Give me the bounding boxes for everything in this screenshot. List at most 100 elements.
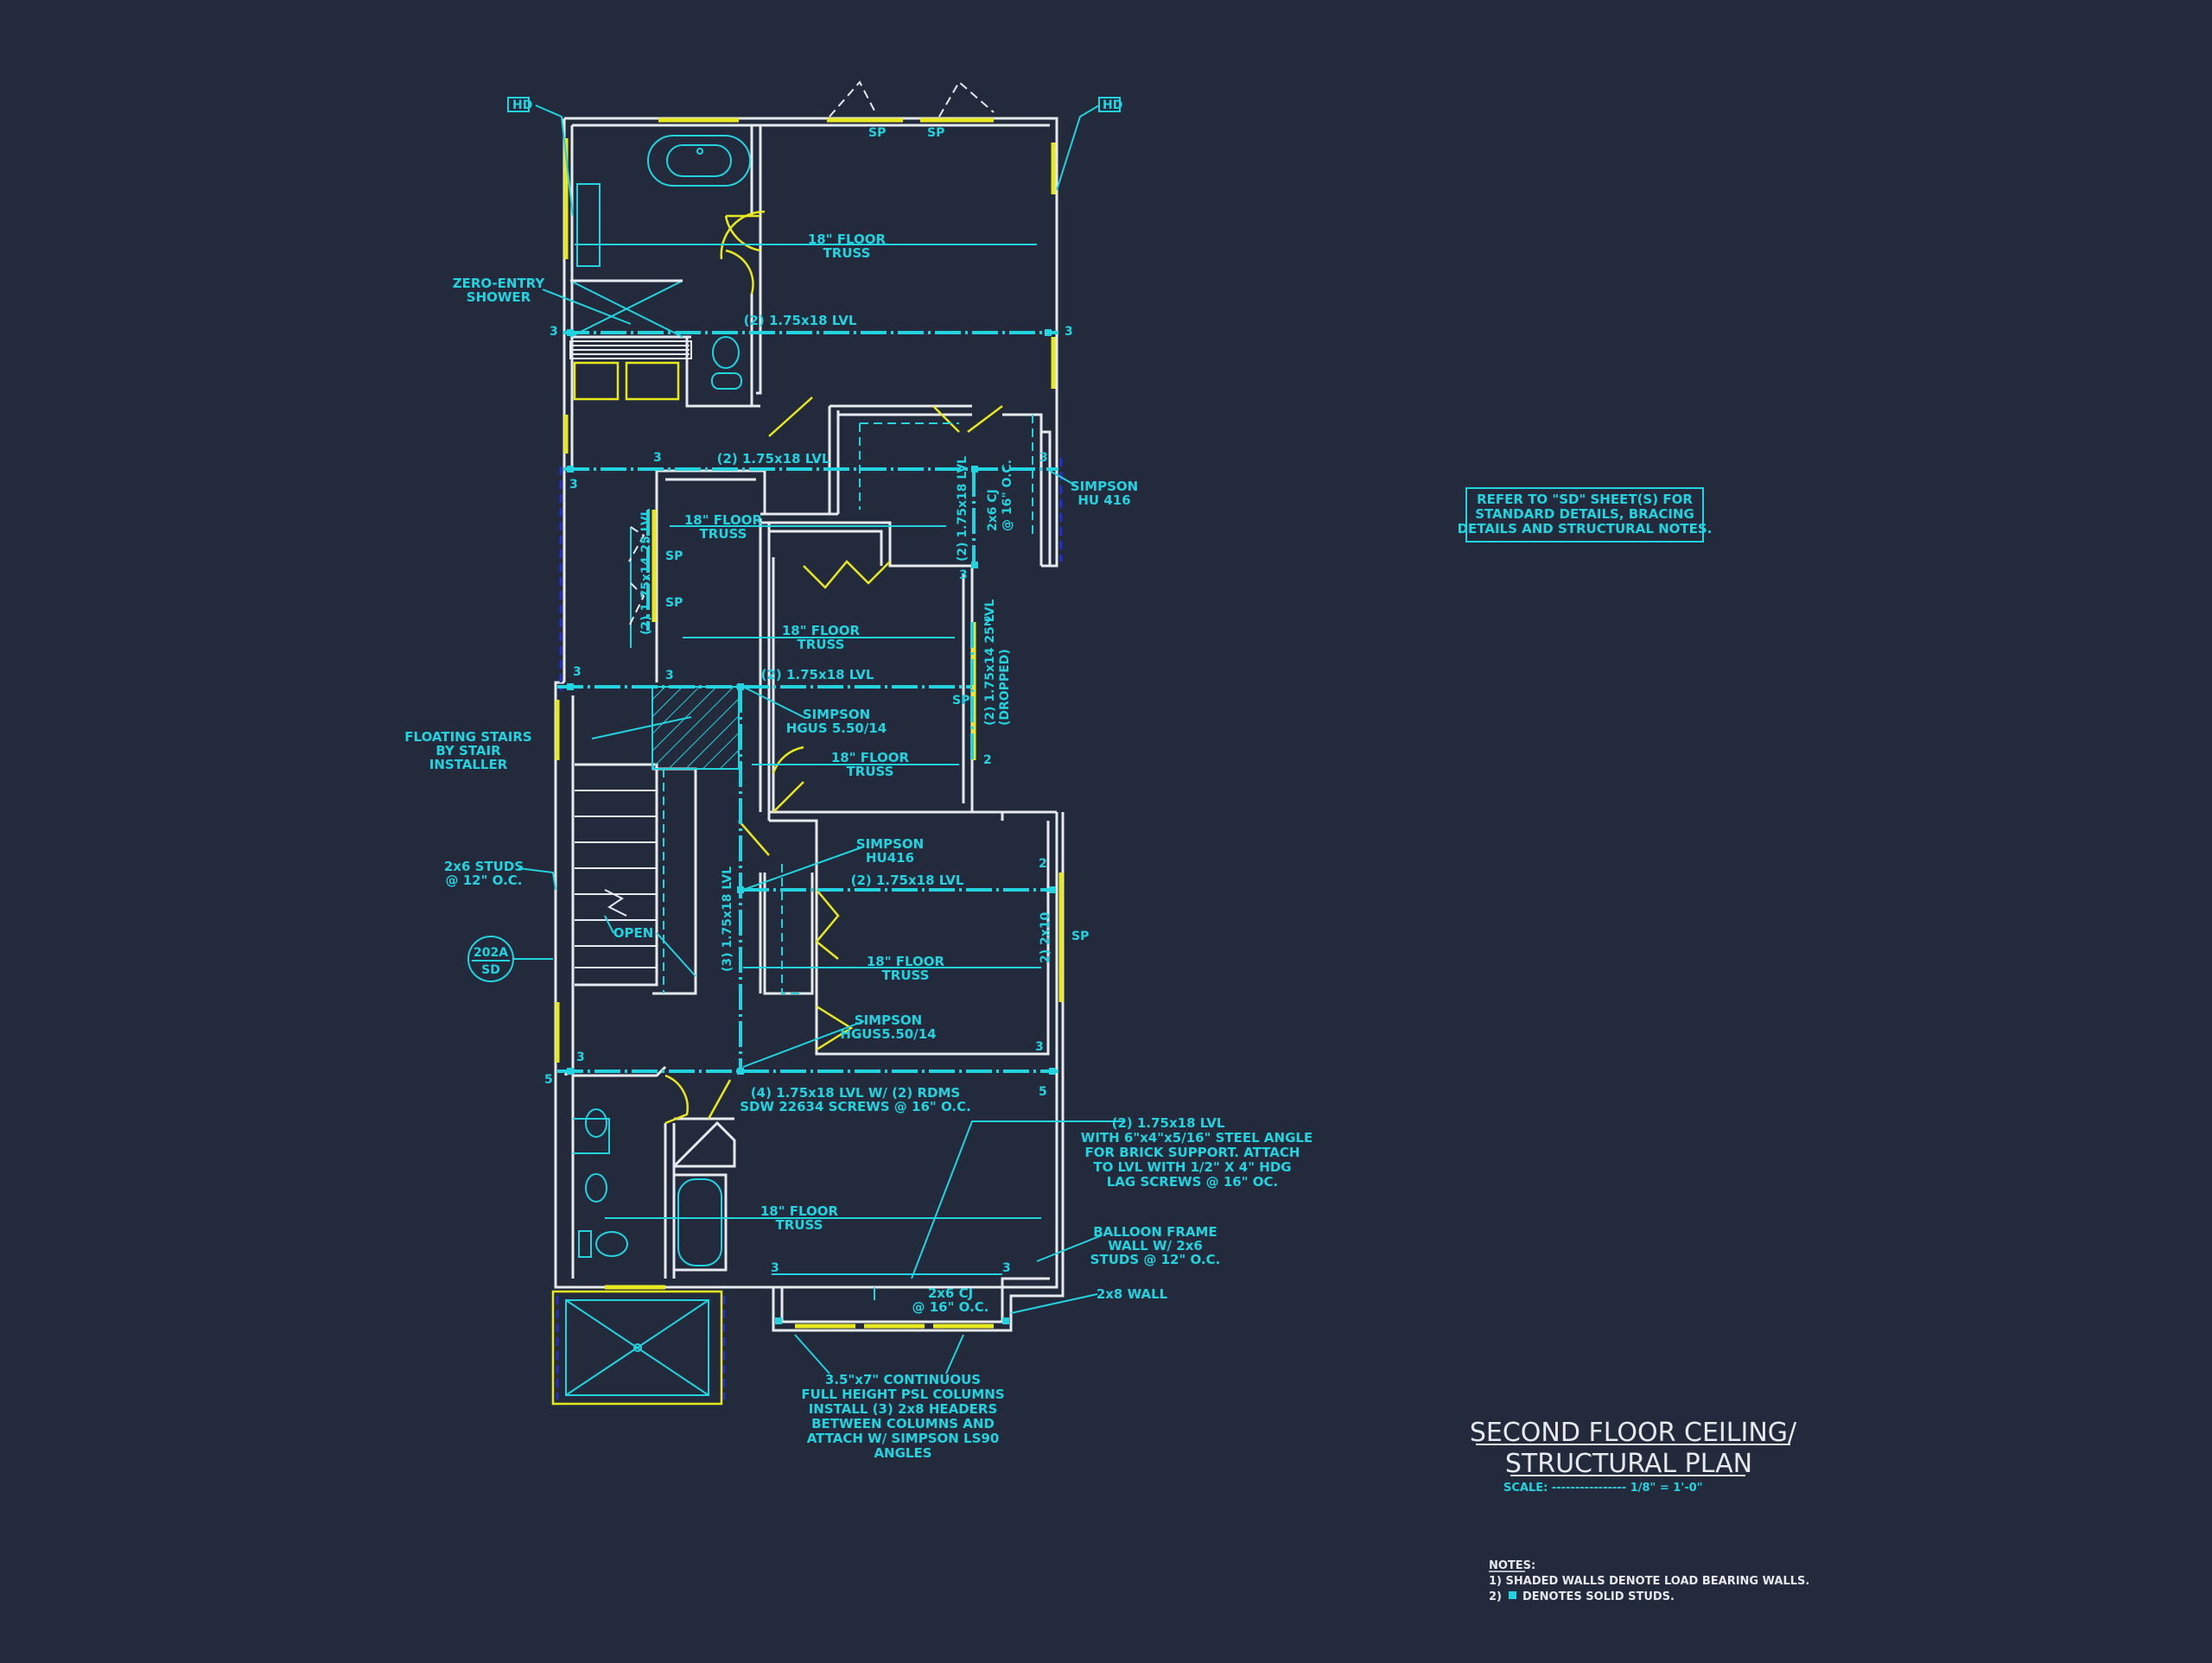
solid-stud-symbol — [1509, 1591, 1516, 1599]
n3-g: 3 — [573, 665, 582, 679]
zero-entry-label-b: SHOWER — [467, 289, 531, 305]
lvl-vertical-left: (2) 1.75x14 25 LVL — [639, 508, 653, 635]
leader-lines — [513, 105, 1123, 1374]
psl-4: BETWEEN COLUMNS AND — [811, 1416, 995, 1431]
n3-d: 3 — [1039, 451, 1048, 465]
simpson-hu416b-b: HU416 — [866, 850, 914, 866]
stair-treads — [575, 686, 740, 995]
psl-5: ATTACH W/ SIMPSON LS90 — [807, 1431, 1000, 1446]
steel-angle-2: WITH 6"x4"x5/16" STEEL ANGLE — [1081, 1130, 1313, 1146]
sp-right-1: SP — [952, 694, 969, 708]
n3-l: 3 — [1002, 1261, 1011, 1275]
door-swings-top — [628, 80, 995, 627]
truss-label-4a: 18" FLOOR — [831, 750, 910, 765]
note-2-prefix: 2) — [1489, 1590, 1502, 1603]
balloon-b: WALL W/ 2x6 — [1108, 1238, 1203, 1254]
n3-i: 3 — [1035, 1040, 1044, 1054]
note-1: 1) SHADED WALLS DENOTE LOAD BEARING WALL… — [1489, 1575, 1809, 1588]
lvl-label-fourth: (2) 1.75x18 LVL — [851, 873, 964, 888]
n2-c: 2 — [1039, 857, 1047, 871]
studs-left-a: 2x6 STUDS — [444, 859, 524, 874]
cj-vertical-a: 2x6 CJ — [986, 489, 1000, 531]
truss-label-2b: TRUSS — [700, 526, 747, 542]
notes-block: NOTES: 1) SHADED WALLS DENOTE LOAD BEARI… — [1489, 1559, 1809, 1603]
steel-angle-4: TO LVL WITH 1/2" X 4" HDG — [1093, 1159, 1291, 1175]
n3-h: 3 — [665, 669, 674, 682]
sp-left-2: SP — [665, 596, 683, 610]
beam-lines — [557, 331, 1058, 1300]
psl-2: FULL HEIGHT PSL COLUMNS — [801, 1387, 1004, 1402]
title-line-1: SECOND FLOOR CEILING/ — [1470, 1418, 1797, 1448]
hd-label-left: HD — [512, 98, 532, 112]
n5-a: 5 — [544, 1073, 553, 1087]
truss-label-5b: TRUSS — [882, 968, 930, 983]
lvl-dropped-a: (2) 1.75x14 25 LVL — [983, 599, 997, 726]
n2-a: 2 — [983, 615, 992, 629]
hd-label-right: HD — [1103, 98, 1122, 112]
balloon-a: BALLOON FRAME — [1093, 1224, 1217, 1240]
bath-fixtures — [551, 135, 751, 1406]
simpson-hgus-2a: SIMPSON — [855, 1012, 922, 1028]
scale-label: SCALE: ---------------- 1/8" = 1'-0" — [1503, 1482, 1703, 1495]
lvl-label-third: (2) 1.75x18 LVL — [761, 667, 874, 682]
psl-3: INSTALL (3) 2x8 HEADERS — [809, 1401, 998, 1417]
n3-c: 3 — [653, 451, 662, 465]
title-block: SECOND FLOOR CEILING/ STRUCTURAL PLAN SC… — [1470, 1418, 1797, 1495]
detail-bubble-bottom: SD — [481, 963, 500, 977]
cj-bottom-b: @ 16" O.C. — [912, 1299, 989, 1315]
simpson-hgus-2b: HGUS5.50/14 — [840, 1026, 936, 1042]
truss-span-arrows — [575, 244, 1041, 1219]
truss-label-3a: 18" FLOOR — [782, 623, 861, 638]
sp-right-2: SP — [1071, 930, 1089, 943]
zero-entry-label-a: ZERO-ENTRY — [453, 276, 546, 291]
simpson-hgus-1b: HGUS 5.50/14 — [786, 720, 887, 736]
truss-label-4b: TRUSS — [847, 764, 894, 779]
truss-label-1b: TRUSS — [823, 245, 871, 261]
simpson-hu416-a: SIMPSON — [1071, 479, 1138, 494]
lvl-vertical-3: (3) 1.75x18 LVL — [721, 866, 734, 972]
simpson-hu416-b: HU 416 — [1077, 492, 1130, 508]
wall-2x8-label: 2x8 WALL — [1096, 1286, 1168, 1302]
lvl-label-second: (2) 1.75x18 LVL — [717, 451, 830, 467]
lvl-vertical-mid: (2) 1.75x18 LVL — [956, 456, 969, 562]
n3-e: 3 — [569, 478, 578, 492]
solid-studs — [567, 329, 1056, 1324]
floating-stairs-c: INSTALLER — [429, 757, 508, 772]
psl-6: ANGLES — [874, 1445, 931, 1461]
floating-stairs-b: BY STAIR — [435, 743, 501, 759]
sp-label-top-2: SP — [927, 126, 944, 140]
n3-k: 3 — [771, 1261, 779, 1275]
n3-f: 3 — [959, 568, 968, 582]
lvl-rdms-b: SDW 22634 SCREWS @ 16" O.C. — [740, 1099, 971, 1114]
steel-angle-3: FOR BRICK SUPPORT. ATTACH — [1085, 1145, 1300, 1160]
n3-a: 3 — [550, 325, 558, 339]
balloon-c: STUDS @ 12" O.C. — [1090, 1252, 1221, 1267]
n3-b: 3 — [1065, 325, 1073, 339]
studs-left-b: @ 12" O.C. — [446, 873, 523, 888]
truss-label-6b: TRUSS — [776, 1217, 823, 1233]
hd-tag-left — [507, 97, 530, 112]
dashed-detail-lines — [663, 415, 1033, 994]
steel-angle-5: LAG SCREWS @ 16" OC. — [1107, 1174, 1278, 1190]
truss-label-5a: 18" FLOOR — [867, 954, 945, 969]
cj-vertical-b: @ 16" O.C. — [1001, 460, 1014, 531]
cj-bottom-a: 2x6 CJ — [928, 1285, 973, 1301]
open-label: OPEN — [613, 925, 654, 941]
simpson-hu416b-a: SIMPSON — [856, 836, 924, 852]
refer-note-line-2: STANDARD DETAILS, BRACING — [1475, 506, 1694, 522]
notes-heading: NOTES: — [1489, 1559, 1535, 1572]
hd-tag-right — [1098, 97, 1121, 112]
truss-label-3b: TRUSS — [798, 637, 845, 652]
n5-b: 5 — [1039, 1085, 1047, 1099]
floating-stairs-a: FLOATING STAIRS — [404, 729, 531, 745]
title-line-2: STRUCTURAL PLAN — [1505, 1449, 1752, 1479]
truss-label-6a: 18" FLOOR — [760, 1203, 839, 1219]
truss-label-1a: 18" FLOOR — [808, 232, 887, 247]
lvl-dropped-b: (DROPPED) — [998, 649, 1012, 726]
refer-note-line-3: DETAILS AND STRUCTURAL NOTES. — [1458, 521, 1713, 536]
steel-angle-1: (2) 1.75x18 LVL — [1112, 1115, 1225, 1131]
truss-label-2a: 18" FLOOR — [684, 512, 763, 528]
refer-note-box — [1465, 487, 1704, 543]
